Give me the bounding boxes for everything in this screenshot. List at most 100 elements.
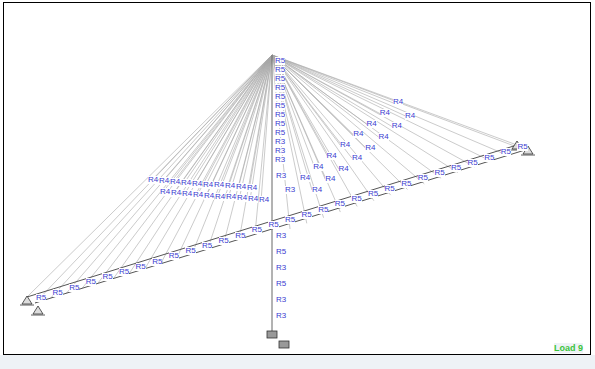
release-label: R3 <box>285 186 295 194</box>
release-label: R4 <box>313 163 323 171</box>
release-label: R4 <box>237 194 247 202</box>
release-label: R5 <box>268 221 278 229</box>
release-label: R4 <box>379 133 389 141</box>
release-label: R5 <box>318 206 328 214</box>
release-label: R4 <box>204 192 214 200</box>
release-label: R5 <box>501 148 511 156</box>
stay-cable <box>272 55 525 150</box>
release-label: R5 <box>185 247 195 255</box>
pylon <box>272 55 273 332</box>
stay-cable <box>272 55 458 173</box>
stay-cable <box>272 55 391 195</box>
release-label: R5 <box>252 226 262 234</box>
release-label: R3 <box>276 296 286 304</box>
release-label: R4 <box>193 191 203 199</box>
release-label: R5 <box>385 185 395 193</box>
release-label: R4 <box>365 144 375 152</box>
release-label: R4 <box>300 174 310 182</box>
release-label: R5 <box>219 237 229 245</box>
release-label: R5 <box>53 289 63 297</box>
release-label: R4 <box>225 182 235 190</box>
release-label: R3 <box>276 172 286 180</box>
release-label: R4 <box>171 189 181 197</box>
release-label: R4 <box>367 120 377 128</box>
release-label: R4 <box>327 152 337 160</box>
release-label: R5 <box>102 273 112 281</box>
release-label: R4 <box>325 175 335 183</box>
release-label: R5 <box>451 164 461 172</box>
release-label: R4 <box>353 130 363 138</box>
release-label: R4 <box>380 109 390 117</box>
release-label: R5 <box>152 258 162 266</box>
stay-cable <box>66 55 272 293</box>
stay-cable <box>183 55 272 185</box>
stay-cable <box>184 55 272 195</box>
release-label: R4 <box>339 165 349 173</box>
release-label: R5 <box>275 129 285 137</box>
release-label: R5 <box>276 248 286 256</box>
stay-cable <box>272 55 392 126</box>
release-label: R5 <box>468 159 478 167</box>
release-label: R5 <box>36 294 46 302</box>
release-label: R5 <box>368 190 378 198</box>
release-label: R5 <box>275 111 285 119</box>
release-label: R5 <box>285 216 295 224</box>
release-label: R4 <box>236 183 246 191</box>
release-label: R5 <box>69 284 79 292</box>
release-label: R5 <box>351 195 361 203</box>
stay-cable <box>272 55 325 179</box>
stay-cable <box>129 55 272 273</box>
release-label: R4 <box>170 178 180 186</box>
release-label: R3 <box>276 312 286 320</box>
release-label: R4 <box>259 196 269 204</box>
stay-cable <box>272 55 475 167</box>
release-label: R4 <box>192 180 202 188</box>
stay-cable <box>272 55 408 190</box>
release-label: R5 <box>275 84 285 92</box>
release-label: R4 <box>312 186 322 194</box>
release-label: R4 <box>181 179 191 187</box>
release-label: R5 <box>275 66 285 74</box>
stay-cable <box>261 55 272 201</box>
release-label: R5 <box>119 268 129 276</box>
status-bar <box>0 355 595 369</box>
stay-cable <box>27 55 272 297</box>
stay-cable <box>208 55 272 249</box>
release-label: R5 <box>275 57 285 65</box>
release-label: R5 <box>235 232 245 240</box>
release-label: R4 <box>148 176 158 184</box>
stay-cable <box>272 55 395 104</box>
stay-cable <box>98 55 272 283</box>
release-label: R4 <box>247 184 257 192</box>
stay-cable <box>272 55 355 136</box>
release-label: R3 <box>275 138 285 146</box>
stay-cable <box>114 55 272 278</box>
release-label: R5 <box>275 93 285 101</box>
release-label: R4 <box>214 181 224 189</box>
release-label: R4 <box>352 154 362 162</box>
release-label: R5 <box>86 278 96 286</box>
release-label: R3 <box>276 264 286 272</box>
stay-cable <box>272 55 517 145</box>
release-label: R4 <box>392 122 402 130</box>
release-label: R5 <box>275 120 285 128</box>
stay-cable <box>239 55 272 199</box>
release-label: R3 <box>276 232 286 240</box>
release-label: R3 <box>275 147 285 155</box>
view-frame <box>4 3 591 355</box>
stay-cable <box>82 55 272 288</box>
stay-cable <box>272 55 352 158</box>
stay-cable <box>272 55 382 115</box>
release-label: R5 <box>401 180 411 188</box>
release-label: R4 <box>393 98 403 106</box>
release-label: R5 <box>202 242 212 250</box>
deck-girder <box>35 150 525 303</box>
release-label: R4 <box>159 177 169 185</box>
stay-cable <box>206 55 272 197</box>
stay-cable <box>272 55 491 161</box>
release-label: R5 <box>136 263 146 271</box>
release-label: R4 <box>340 141 350 149</box>
stay-cable <box>272 55 508 156</box>
release-label: R5 <box>517 143 527 151</box>
stay-cables <box>27 55 525 303</box>
